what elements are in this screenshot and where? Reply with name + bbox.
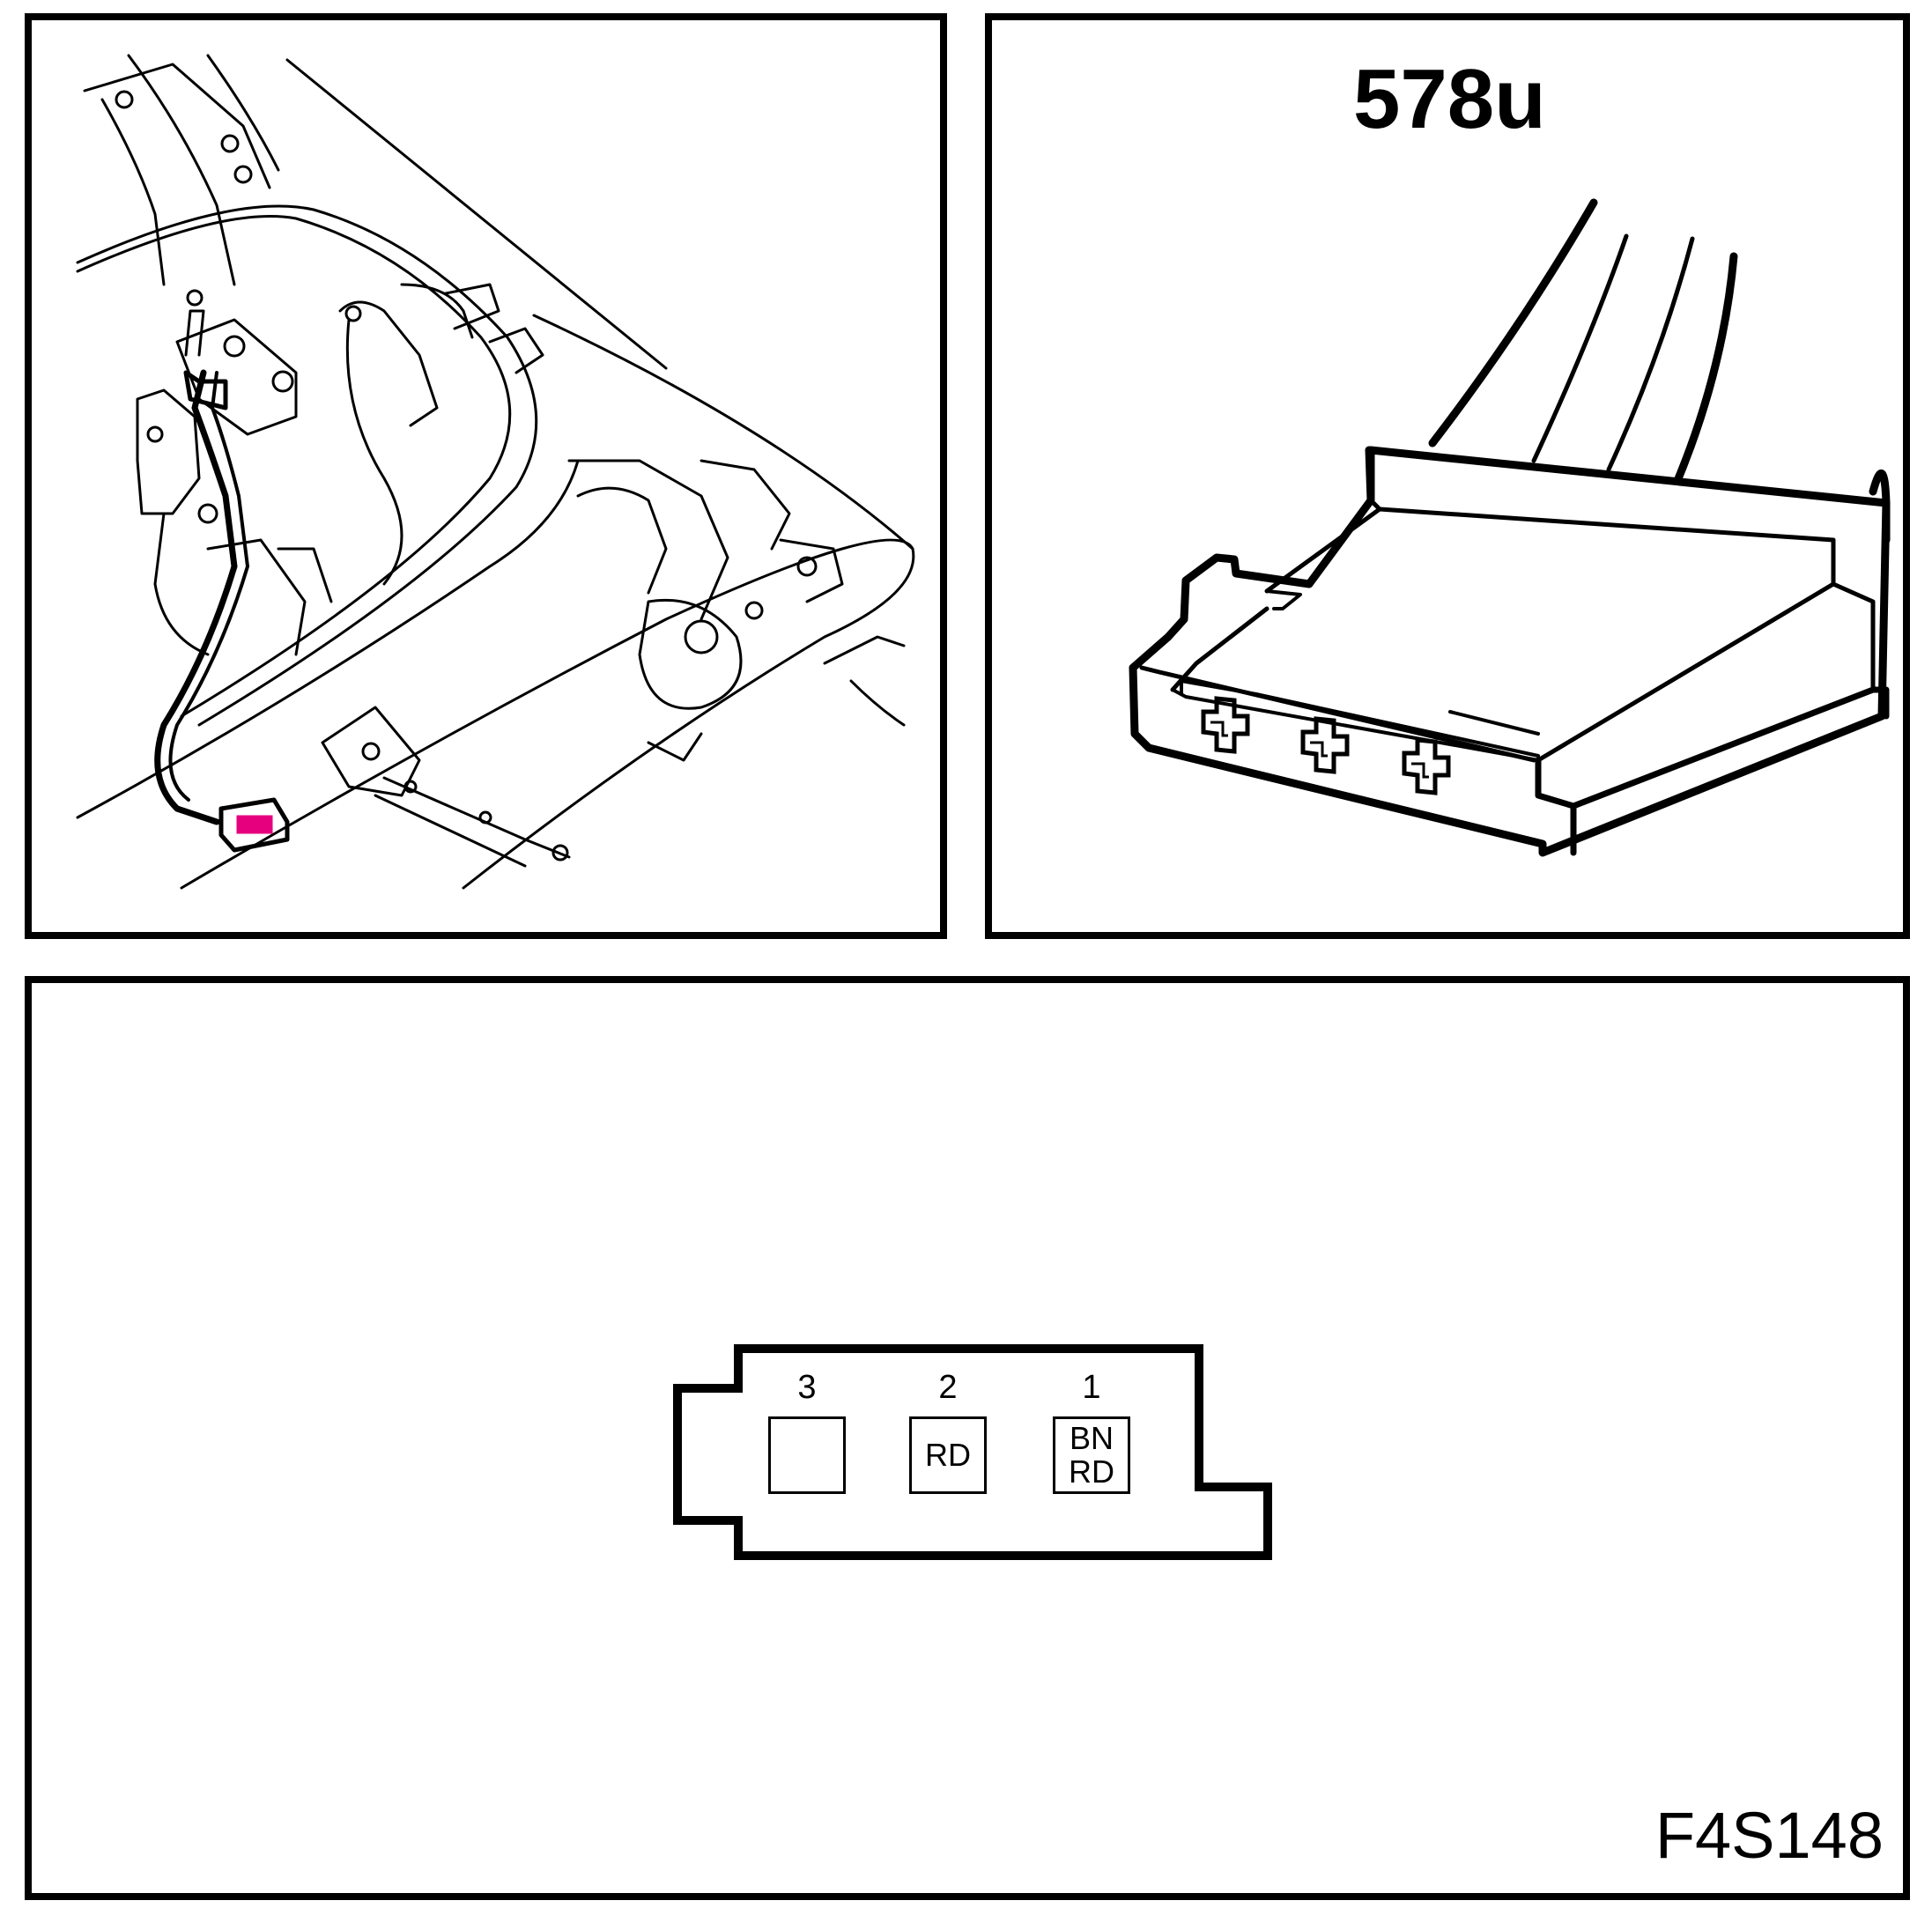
pinout-panel: 3 2 1 RD BN RD F4S148 [25, 976, 1910, 1900]
pin-number-2: 2 [938, 1369, 958, 1406]
vehicle-location-drawing [76, 54, 915, 890]
pin-3-cavity [768, 1416, 846, 1494]
pin-number-3: 3 [797, 1369, 817, 1406]
pin-2-cavity: RD [909, 1416, 987, 1494]
pin-number-1: 1 [1082, 1369, 1101, 1406]
pin-1-wire-color: BN [1069, 1420, 1114, 1457]
location-panel [25, 13, 947, 939]
figure-id-label: F4S148 [1654, 1799, 1884, 1872]
pin-1-cavity: BN RD [1053, 1416, 1130, 1494]
connector-highlight [236, 815, 273, 834]
connector-panel: 578u [985, 13, 1910, 939]
connector-id-label: 578u [1353, 52, 1546, 146]
connector-drawing [1129, 198, 1891, 857]
pin-1-wire-color-2: RD [1069, 1453, 1114, 1490]
pin-2-wire-color: RD [925, 1437, 971, 1474]
pinout-housing-outline [673, 1344, 1272, 1560]
